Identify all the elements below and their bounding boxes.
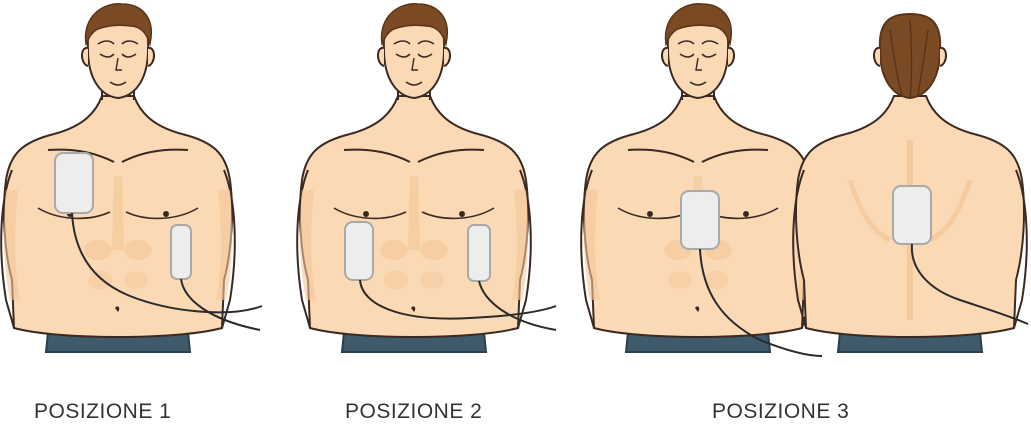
electrode-pad-anterior-chest xyxy=(681,191,719,249)
caption-position-3: POSIZIONE 3 xyxy=(712,400,849,424)
figure-position-3-front xyxy=(581,4,822,356)
figure-position-1 xyxy=(1,4,262,352)
electrode-pad-right-side xyxy=(345,222,373,280)
electrode-pad-left-side xyxy=(468,225,490,281)
caption-position-1: POSIZIONE 1 xyxy=(34,400,171,424)
caption-position-2: POSIZIONE 2 xyxy=(345,400,482,424)
electrode-pad-posterior-back xyxy=(893,186,931,244)
figure-position-3-back xyxy=(793,14,1028,352)
electrode-pad-upper-right-chest xyxy=(55,153,93,213)
electrode-pad-left-side xyxy=(171,225,191,279)
figure-position-2 xyxy=(297,4,556,352)
